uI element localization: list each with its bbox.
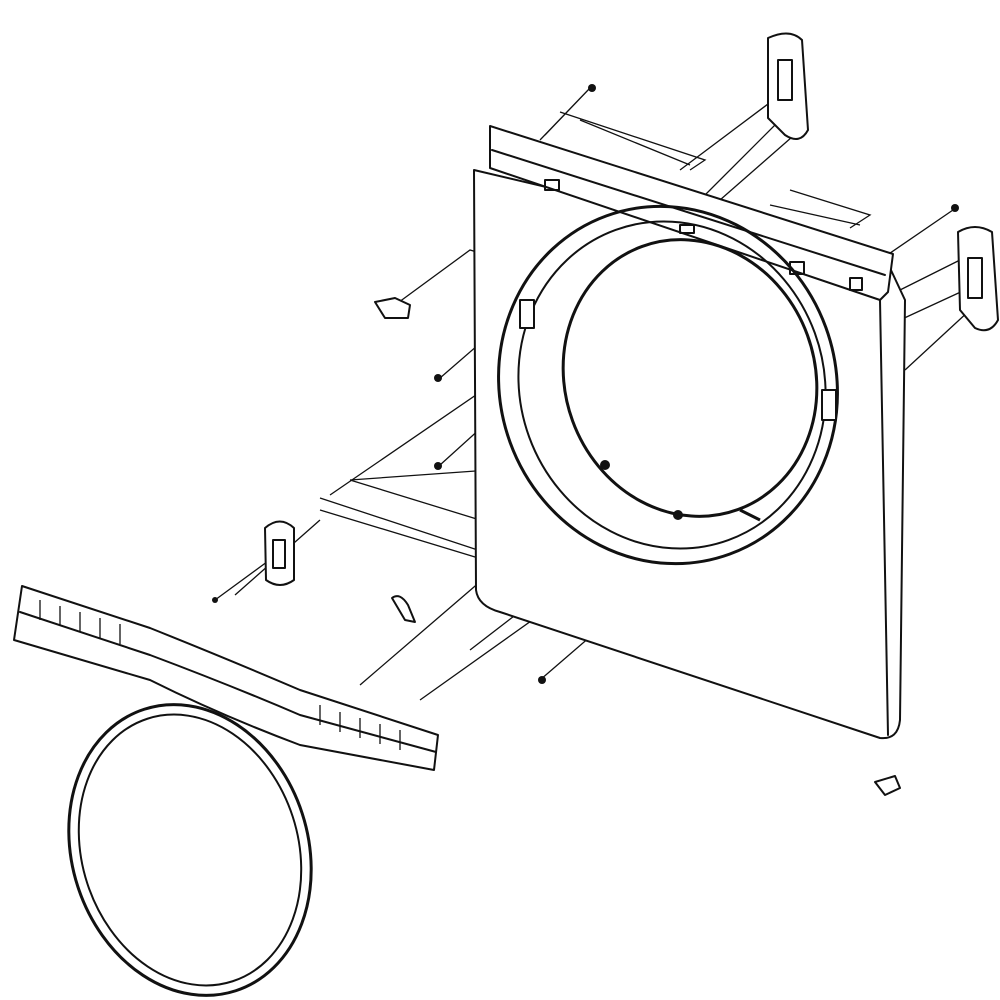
clip-part-left xyxy=(375,298,410,318)
screw xyxy=(538,676,546,684)
leader-line xyxy=(540,88,705,170)
hinge-bracket-top xyxy=(768,33,808,139)
hinge-slot xyxy=(968,258,982,298)
door-opening-middle-ring xyxy=(473,178,872,592)
top-control-strip-edge xyxy=(492,150,885,275)
ring-clip xyxy=(740,510,760,520)
screw xyxy=(588,84,596,92)
ring-screw xyxy=(673,510,683,520)
screw xyxy=(212,597,218,603)
hinge-bracket-right xyxy=(958,227,998,330)
screws xyxy=(212,84,959,684)
clip-part-bottom-right xyxy=(875,776,900,795)
door-opening-inner-ring xyxy=(525,204,856,553)
tab xyxy=(680,225,694,233)
lower-trim-strip-ribs xyxy=(40,600,400,750)
hinge-slot xyxy=(778,60,792,100)
hinge-slot xyxy=(273,540,285,568)
door-opening-outer-ring xyxy=(449,158,888,611)
clip-part-middle xyxy=(392,596,415,622)
hinge-bracket-left xyxy=(265,522,294,586)
ring-latch xyxy=(822,390,836,420)
screw xyxy=(434,462,442,470)
lower-trim-strip-edge xyxy=(20,612,436,752)
screw xyxy=(434,374,442,382)
door-gasket-ring-outer xyxy=(32,673,348,1000)
front-panel-side-edge xyxy=(880,300,888,735)
leader-line xyxy=(900,260,970,370)
screw xyxy=(951,204,959,212)
ring-latch xyxy=(520,300,534,328)
leader-line xyxy=(770,190,953,260)
ring-screw xyxy=(600,460,610,470)
door-gasket-ring-inner xyxy=(45,685,336,1000)
tab xyxy=(545,180,559,190)
lower-trim-strip xyxy=(14,586,438,770)
tab xyxy=(850,278,862,290)
